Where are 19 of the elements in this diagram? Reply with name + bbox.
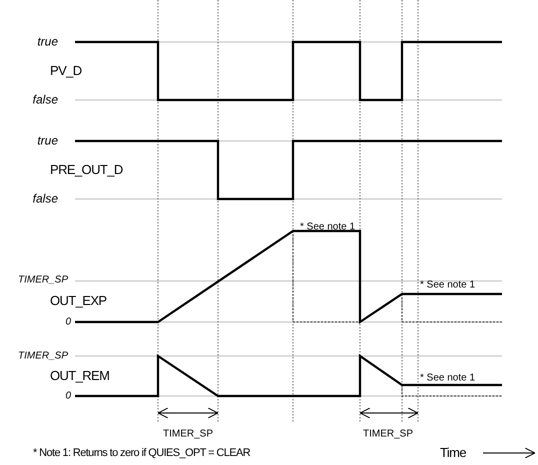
note-reference: * See note 1 xyxy=(420,280,476,290)
axis-value-label: TIMER_SP xyxy=(18,274,68,286)
state-label: false xyxy=(32,93,58,107)
axis-value-label: 0 xyxy=(65,390,71,402)
signal-name: OUT_EXP xyxy=(50,294,106,308)
dimension-label: TIMER_SP xyxy=(363,428,413,440)
signal-name: PRE_OUT_D xyxy=(50,162,123,178)
footnote-text: * Note 1: Returns to zero if QUIES_OPT = CLEAR xyxy=(33,446,250,460)
state-label: false xyxy=(32,192,58,206)
axis-value-label: TIMER_SP xyxy=(18,350,68,362)
axis-label: Time xyxy=(440,446,466,460)
signal-name: OUT_REM xyxy=(50,368,110,384)
note-reference: * See note 1 xyxy=(420,372,476,384)
dimension-label: TIMER_SP xyxy=(163,428,213,440)
note-reference: * See note 1 xyxy=(300,222,356,232)
state-label: true xyxy=(37,134,58,148)
state-label: true xyxy=(37,35,58,49)
axis-value-label: 0 xyxy=(65,316,71,328)
signal-name: PV_D xyxy=(50,64,82,78)
